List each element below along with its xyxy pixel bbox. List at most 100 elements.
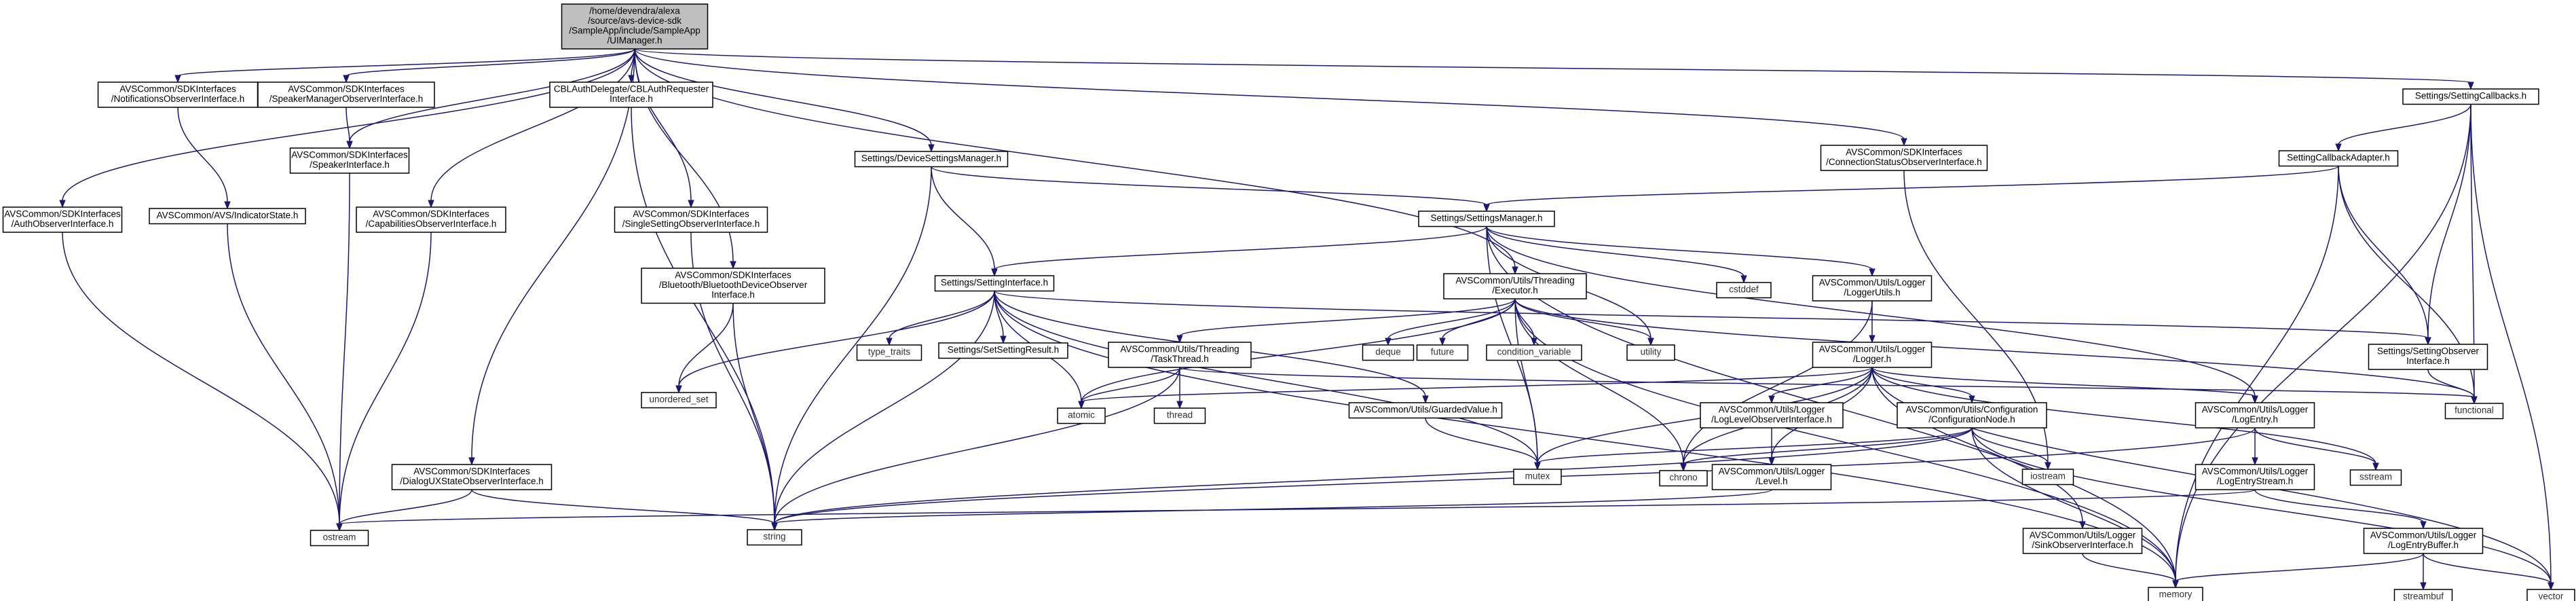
node-label: AVSCommon/Utils/Logger [2030, 530, 2136, 541]
edge-line [349, 48, 635, 143]
edge-sink_obs-to-memory [2082, 553, 2179, 589]
node-box [614, 206, 768, 233]
node-devsettings[interactable]: Settings/DeviceSettingsManager.h [854, 151, 1009, 168]
node-notif_obs[interactable]: AVSCommon/SDKInterfaces/NotificationsObs… [97, 81, 259, 108]
node-label: chrono [1669, 473, 1697, 483]
edge-arrowhead [1869, 335, 1875, 344]
node-box [1513, 469, 1562, 486]
node-cap_obs[interactable]: AVSCommon/SDKInterfaces/CapabilitiesObse… [356, 206, 506, 233]
edge-arrowhead [628, 75, 635, 84]
edge-arrowhead [1531, 338, 1537, 346]
node-future: future [1416, 344, 1469, 361]
node-confignode[interactable]: AVSCommon/Utils/Configuration/Configurat… [1897, 402, 2047, 429]
node-box [1812, 342, 1933, 368]
node-indicator[interactable]: AVSCommon/AVS/IndicatorState.h [149, 208, 306, 225]
node-bt_obs[interactable]: AVSCommon/SDKInterfaces/Bluetooth/Blueto… [641, 268, 825, 304]
node-spkmgr_obs[interactable]: AVSCommon/SDKInterfaces/SpeakerManagerOb… [257, 81, 435, 108]
edge-line [1537, 427, 1973, 464]
edge-line [1971, 427, 2552, 584]
node-callbacks[interactable]: Settings/SettingCallbacks.h [2402, 88, 2539, 105]
node-taskthread[interactable]: AVSCommon/Utils/Threading/TaskThread.h [1108, 342, 1252, 368]
edge-callbacks-to-cb_adapter [2335, 104, 2471, 152]
edge-taskthread-to-functional [1179, 367, 2478, 405]
graph-edges [59, 48, 2554, 591]
edge-line [62, 232, 340, 525]
edge-line [1179, 298, 1516, 337]
node-label: AVSCommon/Utils/GuardedValue.h [1354, 405, 1497, 415]
node-loglevel_obs[interactable]: AVSCommon/Utils/Logger/LogLevelObserverI… [1700, 402, 1844, 429]
node-label: Settings/SettingObserver [2377, 346, 2480, 357]
node-label: Interface.h [2406, 356, 2450, 366]
edge-logentry-to-sstream [2254, 427, 2379, 471]
node-label: sstream [2359, 472, 2392, 482]
edge-executor-to-cond_var [1514, 298, 1537, 346]
node-setting_if[interactable]: Settings/SettingInterface.h [934, 275, 1055, 292]
node-logentry[interactable]: AVSCommon/Utils/Logger/LogEntry.h [2195, 402, 2315, 429]
node-logbuffer[interactable]: AVSCommon/Utils/Logger/LogEntryBuffer.h [2363, 528, 2484, 554]
edge-arrowhead [2252, 395, 2258, 404]
node-speaker_if[interactable]: AVSCommon/SDKInterfaces/SpeakerInterface… [289, 147, 410, 174]
node-label: AVSCommon/Utils/Logger [2202, 405, 2309, 415]
node-box [2526, 589, 2575, 601]
edge-arrowhead [346, 141, 353, 149]
edge-line [634, 48, 1516, 268]
edge-spkmgr_obs-to-speaker_if [346, 107, 353, 149]
node-sink_obs[interactable]: AVSCommon/Utils/Logger/SinkObserverInter… [2022, 528, 2143, 554]
node-label: AVSCommon/SDKInterfaces [633, 209, 749, 219]
edge-arrowhead [1768, 395, 1775, 404]
node-box [1711, 464, 1832, 490]
node-label: atomic [1068, 410, 1095, 420]
node-box [2195, 402, 2315, 429]
edge-taskthread-to-atomic [1078, 367, 1180, 409]
edge-indicator-to-ostream [227, 223, 343, 532]
node-cb_adapter[interactable]: SettingCallbackAdapter.h [2278, 150, 2399, 167]
edge-arrowhead [1385, 338, 1392, 346]
node-logger[interactable]: AVSCommon/Utils/Logger/Logger.h [1812, 342, 1933, 368]
edge-arrowhead [224, 201, 231, 210]
node-label: condition_variable [1497, 347, 1571, 357]
edge-line [2427, 104, 2471, 339]
node-conn_obs[interactable]: AVSCommon/SDKInterfaces/ConnectionStatus… [1820, 145, 1988, 171]
node-auth_obs[interactable]: AVSCommon/SDKInterfaces/AuthObserverInte… [2, 206, 123, 233]
node-label: functional [2454, 405, 2494, 416]
edge-arrowhead [1422, 395, 1429, 404]
node-box [1416, 344, 1469, 361]
node-label: Settings/SetSettingResult.h [948, 345, 1059, 355]
node-label: Settings/SettingsManager.h [1430, 213, 1542, 223]
node-dialog_obs[interactable]: AVSCommon/SDKInterfaces/DialogUXStateObs… [391, 464, 553, 490]
node-logutils[interactable]: AVSCommon/Utils/Logger/LoggerUtils.h [1812, 275, 1933, 302]
node-executor[interactable]: AVSCommon/Utils/Threading/Executor.h [1443, 273, 1587, 299]
edge-cbl-to-string [631, 107, 778, 531]
edge-settings_mgr-to-setting_if [991, 225, 1487, 277]
node-label: AVSCommon/SDKInterfaces [4, 209, 121, 219]
node-set_result[interactable]: Settings/SetSettingResult.h [938, 342, 1068, 359]
edge-line [994, 225, 1487, 270]
node-logstream[interactable]: AVSCommon/Utils/Logger/LogEntryStream.h [2195, 464, 2315, 490]
edge-arrowhead [688, 200, 694, 208]
edge-confignode-to-mutex [1534, 427, 1973, 471]
node-guarded[interactable]: AVSCommon/Utils/GuardedValue.h [1348, 402, 1503, 419]
node-settings_mgr[interactable]: Settings/SettingsManager.h [1418, 211, 1555, 227]
edge-arrowhead [2252, 457, 2258, 466]
edge-logbuffer-to-vector [2423, 553, 2554, 591]
node-type_traits: type_traits [856, 344, 922, 361]
node-sstream: sstream [2349, 469, 2402, 486]
edge-line [774, 427, 1973, 524]
node-setting_obs[interactable]: Settings/SettingObserverInterface.h [2368, 344, 2488, 370]
node-level[interactable]: AVSCommon/Utils/Logger/Level.h [1711, 464, 1832, 490]
edge-line [774, 166, 932, 524]
edge-arrowhead [1078, 401, 1085, 409]
node-cbl[interactable]: CBLAuthDelegate/CBLAuthRequesterInterfac… [549, 81, 713, 108]
node-label: CBLAuthDelegate/CBLAuthRequester [554, 84, 709, 94]
node-deque: deque [1362, 344, 1415, 361]
edge-line [62, 48, 635, 202]
node-label: Settings/SettingInterface.h [941, 278, 1048, 288]
edge-line [2175, 104, 2471, 582]
edge-line [931, 166, 1487, 206]
edge-setting_if-to-unordered_set [675, 291, 995, 394]
edge-line [2175, 166, 2339, 582]
node-box [2021, 469, 2074, 486]
node-root[interactable]: /home/devendra/alexa/source/avs-device-s… [561, 3, 709, 50]
node-single_obs[interactable]: AVSCommon/SDKInterfaces/SingleSettingObs… [614, 206, 768, 233]
node-box [641, 268, 825, 304]
